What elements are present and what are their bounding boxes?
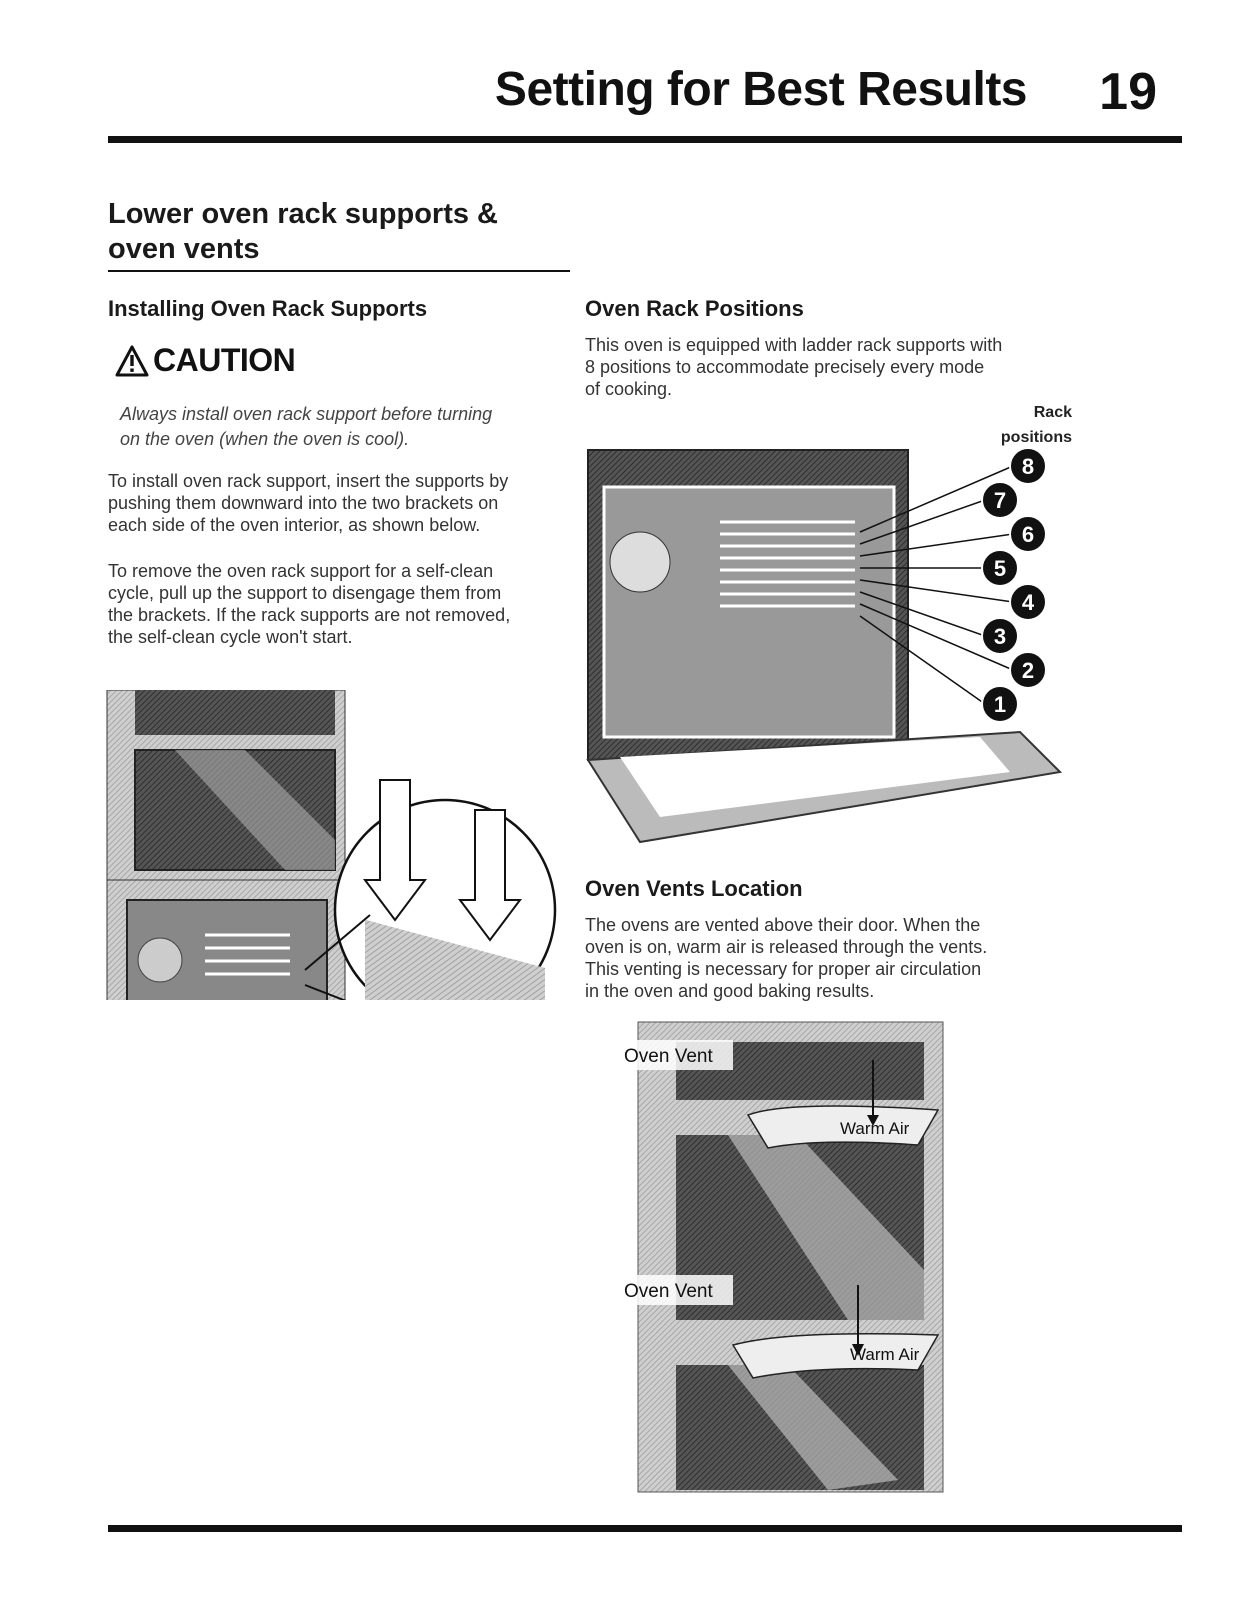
install-paragraph: To install oven rack support, insert the… [108, 470, 558, 536]
rack-position-number: 7 [994, 488, 1006, 513]
rack-leader-line [859, 465, 1014, 533]
rack-position-number: 8 [1022, 454, 1034, 479]
section-title-line2: oven vents [108, 233, 260, 265]
text-line: 8 positions to accommodate precisely eve… [585, 357, 985, 377]
text-line: pushing them downward into the two brack… [108, 493, 499, 513]
caution-line: on the oven (when the oven is cool). [120, 429, 410, 449]
text-line: The ovens are vented above their door. W… [585, 915, 981, 935]
installing-heading: Installing Oven Rack Supports [108, 296, 428, 321]
rack-position-number: 2 [1022, 658, 1034, 683]
page-title: Setting for Best Results [494, 63, 1028, 116]
rack-position-badge [1009, 583, 1047, 621]
rack-position-badge [981, 617, 1019, 655]
rack-position-number: 6 [1022, 522, 1034, 547]
rack-position-number: 5 [994, 556, 1006, 581]
rack-position-badge [1009, 515, 1047, 553]
warning-triangle-icon [115, 345, 149, 377]
section-title: Lower oven rack supports & oven vents [108, 197, 568, 267]
section-title-line1: Lower oven rack supports & [108, 198, 498, 230]
rack-leader-line [859, 579, 1014, 603]
caution-text-label: CAUTION [153, 342, 296, 378]
rack-leader-line [859, 591, 986, 637]
section-rule [108, 270, 570, 272]
oven-vent-label-upper: Oven Vent [624, 1046, 713, 1067]
oven-vents-paragraph: The ovens are vented above their door. W… [585, 914, 1055, 1002]
rack-lines [720, 520, 855, 608]
footer-rule [108, 1525, 1182, 1532]
remove-paragraph: To remove the oven rack support for a se… [108, 560, 558, 648]
rack-leader-line [859, 603, 1014, 671]
rack-positions-label: Rack positions [982, 400, 1072, 450]
text-line: To install oven rack support, insert the… [108, 471, 509, 491]
rack-position-badge [981, 549, 1019, 587]
rack-position-badge [1009, 651, 1047, 689]
text-line: This oven is equipped with ladder rack s… [585, 335, 1003, 355]
page-number: 19 [1099, 63, 1157, 121]
oven-vents-figure: Oven Vent Oven Vent Warm Air Warm Air [623, 1021, 944, 1493]
text-line: To remove the oven rack support for a se… [108, 561, 494, 581]
caution-message: Always install oven rack support before … [120, 402, 540, 452]
rack-positions-heading: Oven Rack Positions [585, 296, 804, 321]
rack-position-number: 3 [994, 624, 1006, 649]
caution-line: Always install oven rack support before … [120, 404, 493, 424]
text-line: cycle, pull up the support to disengage … [108, 583, 502, 603]
oven-vent-label-lower: Oven Vent [624, 1281, 713, 1302]
warm-air-label-upper: Warm Air [840, 1119, 910, 1138]
rack-position-number: 1 [994, 692, 1006, 717]
warm-air-label-lower: Warm Air [850, 1345, 920, 1364]
rack-position-badge [981, 481, 1019, 519]
text-line: of cooking. [585, 379, 673, 399]
rack-position-number: 4 [1022, 590, 1035, 615]
rack-leader-line [859, 533, 1014, 557]
rack-positions-paragraph: This oven is equipped with ladder rack s… [585, 334, 1055, 400]
rack-position-badge [1009, 447, 1047, 485]
rack-label-line: positions [1000, 429, 1072, 446]
header-rule [108, 136, 1182, 143]
rack-position-badge [981, 685, 1019, 723]
caution-label: CAUTION [115, 342, 296, 379]
rack-leader-line [859, 499, 986, 545]
rack-support-install-figure [106, 690, 557, 1000]
text-line: in the oven and good baking results. [585, 981, 875, 1001]
oven-vents-heading: Oven Vents Location [585, 876, 803, 901]
rack-label-line: Rack [1033, 404, 1072, 421]
text-line: oven is on, warm air is released through… [585, 937, 988, 957]
text-line: This venting is necessary for proper air… [585, 959, 982, 979]
text-line: the self-clean cycle won't start. [108, 627, 353, 647]
text-line: the brackets. If the rack supports are n… [108, 605, 511, 625]
text-line: each side of the oven interior, as shown… [108, 515, 481, 535]
rack-leader-line [859, 615, 986, 705]
